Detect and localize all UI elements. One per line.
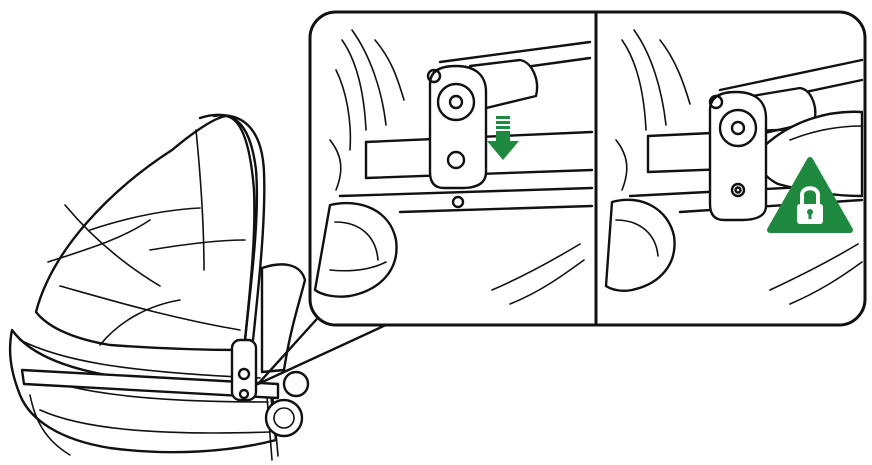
canopy xyxy=(36,116,254,350)
